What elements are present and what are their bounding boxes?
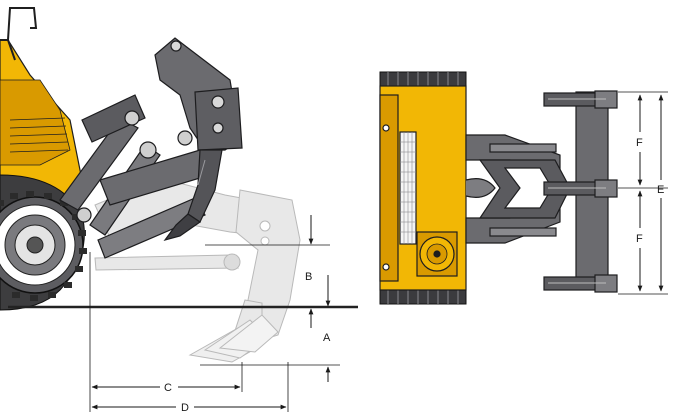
dimension-b: B bbox=[305, 215, 331, 307]
dim-label-b: B bbox=[305, 271, 312, 283]
dimension-f-lower: F bbox=[636, 190, 643, 292]
dimension-reference-lines bbox=[89, 244, 340, 412]
crawler-track bbox=[0, 174, 87, 311]
dim-label-d: D bbox=[181, 402, 189, 414]
dimension-a: A bbox=[308, 308, 331, 382]
dimension-d: D bbox=[91, 402, 287, 414]
dim-label-c: C bbox=[164, 382, 172, 394]
top-view-hull bbox=[379, 85, 467, 291]
dimension-e: E bbox=[657, 94, 664, 292]
side-view-drawing: B A C D bbox=[0, 7, 358, 414]
dim-label-f-lower: F bbox=[636, 233, 643, 245]
dim-label-f-upper: F bbox=[636, 137, 643, 149]
dim-label-a: A bbox=[323, 332, 331, 344]
top-view-drawing: F F E bbox=[379, 71, 668, 305]
dim-label-e: E bbox=[657, 184, 664, 196]
top-view-ripper-beam bbox=[543, 90, 618, 293]
dimension-f-upper: F bbox=[636, 94, 643, 186]
ripper-frame-raised bbox=[154, 37, 243, 242]
machine-body bbox=[0, 7, 83, 216]
dimension-c: C bbox=[91, 382, 241, 394]
top-view-linkage bbox=[465, 134, 571, 244]
ripper-linkage bbox=[59, 94, 211, 259]
top-view-reference-lines bbox=[618, 91, 668, 295]
